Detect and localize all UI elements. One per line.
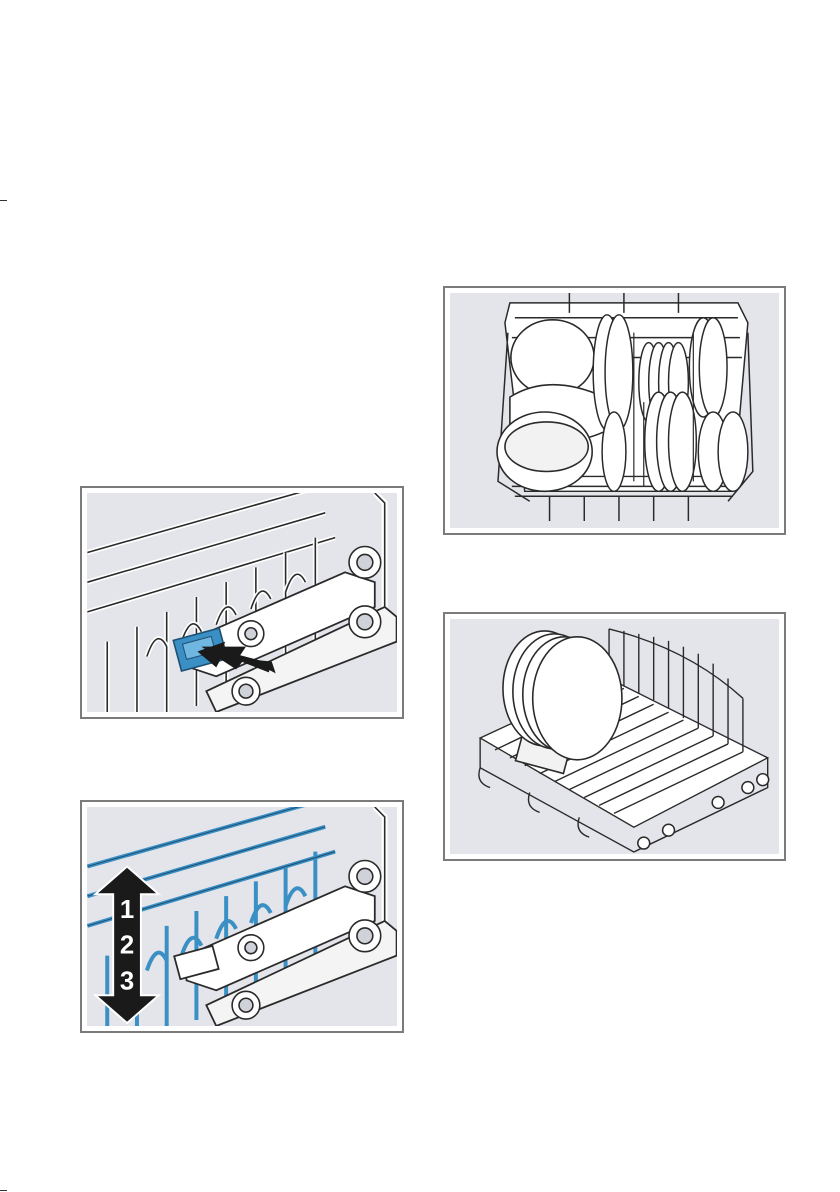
bowls <box>497 320 604 492</box>
figure-upper-basket-panel <box>450 293 779 528</box>
figure-upper-basket <box>443 286 786 535</box>
figure-lower-basket-panel <box>450 619 779 854</box>
figure-rack-height-panel: 1 2 3 <box>87 807 397 1026</box>
crop-mark-bottom <box>0 1190 7 1191</box>
figure-lower-basket <box>443 612 786 861</box>
upper-basket-illustration <box>450 293 779 528</box>
height-level-2: 2 <box>120 932 134 960</box>
figure-rack-height: 1 2 3 <box>80 800 404 1033</box>
height-level-1: 1 <box>120 896 134 924</box>
lower-basket-illustration <box>450 619 779 854</box>
rack-height-illustration: 1 2 3 <box>87 807 397 1026</box>
height-level-3: 3 <box>120 967 134 995</box>
figure-rack-lever <box>80 486 404 719</box>
crop-mark-top <box>0 200 7 201</box>
rack-lever-illustration <box>87 493 397 712</box>
figure-rack-lever-panel <box>87 493 397 712</box>
